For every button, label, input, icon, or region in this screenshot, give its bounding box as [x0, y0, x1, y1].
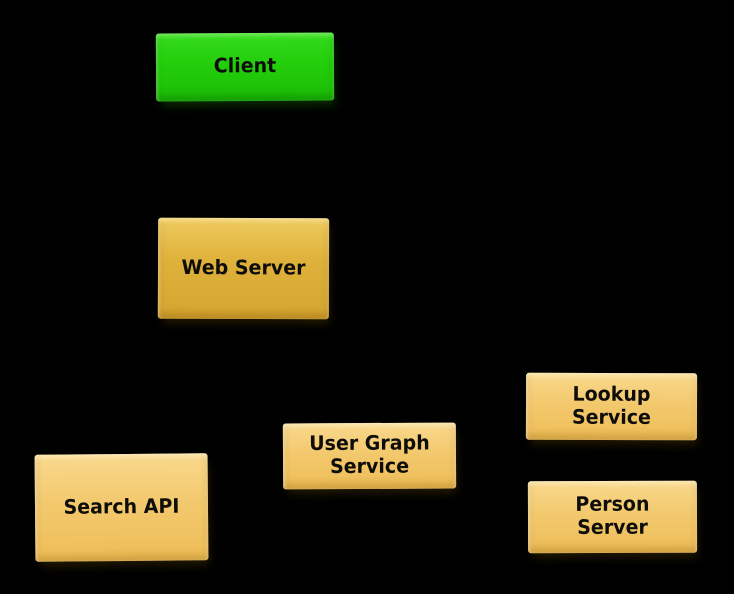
diagram-node-search-api: Search API: [34, 453, 209, 562]
node-label-search-api: Search API: [63, 494, 180, 519]
node-label-user-graph-service: User Graph Service: [309, 431, 430, 479]
diagram-node-client: Client: [155, 32, 335, 102]
node-label-person-server: Person Server: [575, 492, 650, 540]
diagram-node-lookup-service: Lookup Service: [525, 372, 698, 441]
diagram-node-user-graph-service: User Graph Service: [282, 422, 457, 490]
diagram-node-web-server: Web Server: [157, 217, 330, 320]
node-label-web-server: Web Server: [181, 255, 306, 280]
node-label-client: Client: [213, 54, 277, 78]
node-label-lookup-service: Lookup Service: [571, 382, 652, 429]
diagram-node-person-server: Person Server: [527, 480, 698, 554]
